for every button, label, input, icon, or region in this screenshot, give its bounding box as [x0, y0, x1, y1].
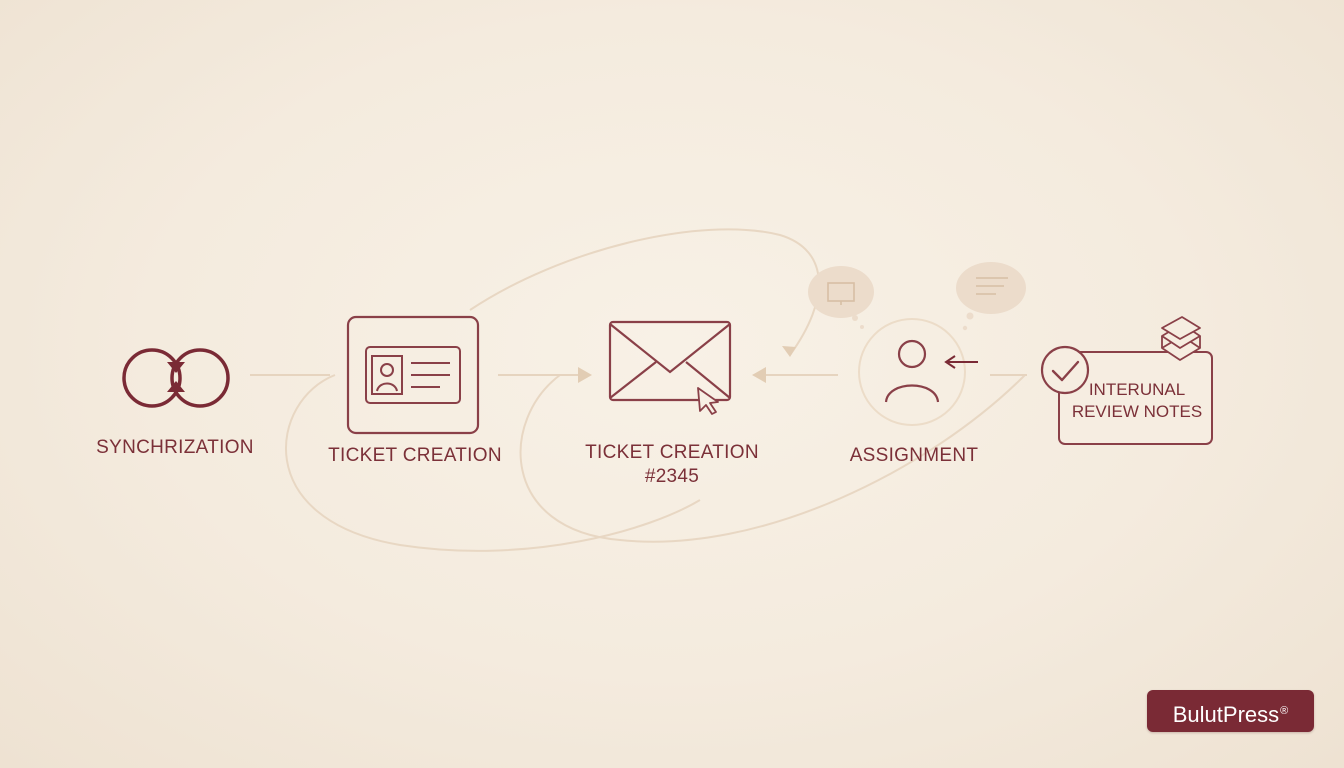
- brand-logo-badge: BulutPress®: [1147, 690, 1314, 732]
- step-label-assignment: ASSIGNMENT: [849, 445, 979, 466]
- screen-bubble-icon: [808, 266, 874, 329]
- step-label-ticket-creation-2345: TICKET CREATION #2345: [570, 441, 774, 489]
- review-notes-box: [1058, 351, 1213, 445]
- curve-top-swoosh: [469, 228, 820, 356]
- user-icon: [858, 318, 966, 426]
- sync-arrowheads: [167, 362, 185, 392]
- envelope-icon: [608, 320, 732, 402]
- registered-mark: ®: [1280, 705, 1289, 717]
- curve-bottom-right-swoosh: [519, 374, 1026, 543]
- ticket-number: #2345: [644, 466, 700, 487]
- step-label-ticket-creation: TICKET CREATION: [328, 445, 502, 466]
- id-card-icon: [346, 315, 480, 435]
- connector-arrowheads: [578, 346, 796, 383]
- step-label-ticket-creation-line1: TICKET CREATION: [585, 442, 759, 463]
- incoming-arrow-icon: [944, 355, 978, 369]
- step-label-synchronization: SYNCHRIZATION: [96, 437, 254, 458]
- arrowhead-into-email-right: [752, 367, 766, 383]
- review-notes-line2: REVIEW NOTES: [1071, 402, 1203, 421]
- arrowhead-into-email-left: [578, 367, 592, 383]
- stacked-layers-icon: [1161, 316, 1201, 361]
- curve-bottom-left-swoosh: [285, 374, 701, 552]
- sync-arrows-icon: [122, 348, 230, 408]
- cursor-icon: [697, 387, 719, 415]
- brand-name: BulutPress: [1172, 702, 1280, 727]
- message-bubble-icon: [956, 262, 1026, 331]
- checkmark-icon: [1040, 345, 1090, 395]
- review-notes-line1: INTERUNAL: [1088, 380, 1186, 399]
- step-label-review-notes: INTERUNAL REVIEW NOTES: [1060, 379, 1214, 423]
- arrowhead-top-swoosh: [782, 346, 796, 357]
